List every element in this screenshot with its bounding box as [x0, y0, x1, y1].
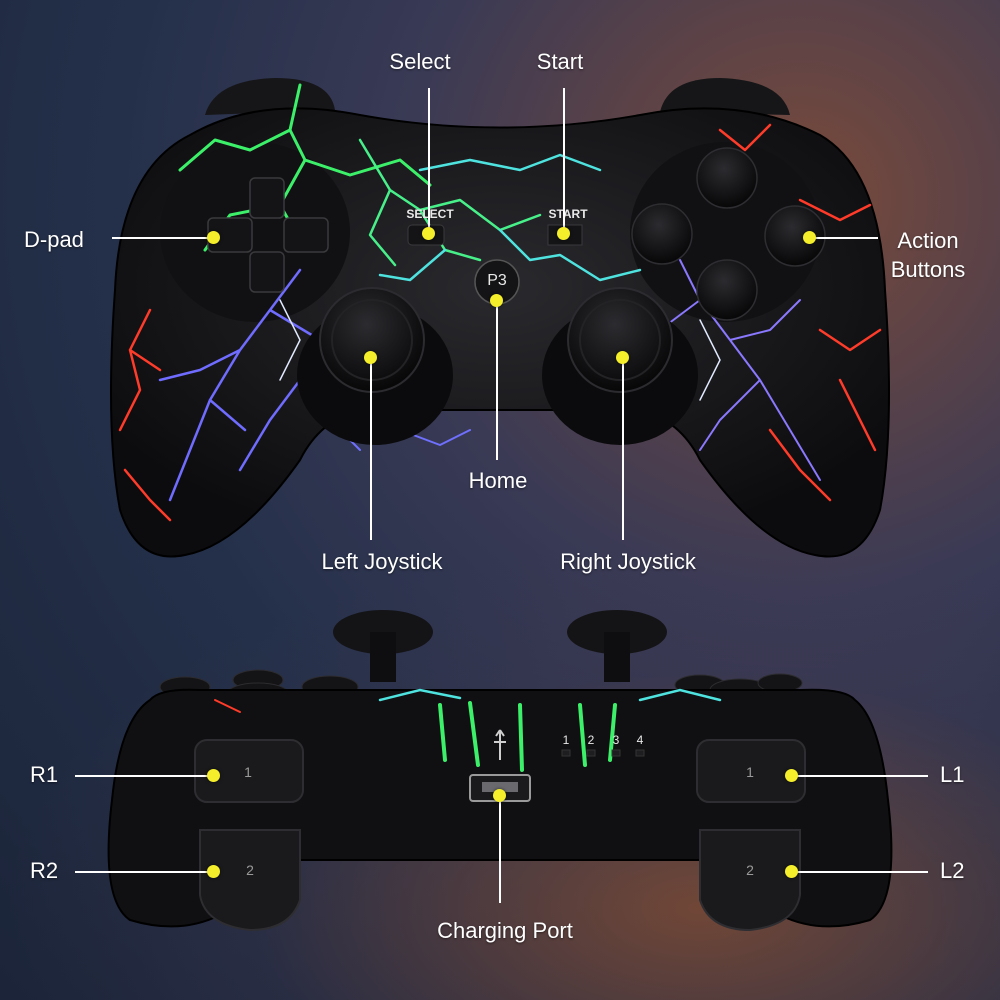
action-buttons-callout-line	[810, 237, 878, 239]
usb-symbol-icon	[494, 729, 506, 760]
l1-callout-line	[790, 775, 928, 777]
start-label: Start	[536, 49, 584, 74]
action-buttons-callout-dot	[803, 231, 816, 244]
home-callout-line	[496, 300, 498, 460]
action-button-bottom	[696, 259, 758, 321]
l1-bumper-shape	[696, 739, 806, 803]
left-joystick-label: Left Joystick	[321, 549, 443, 574]
dpad-up	[249, 177, 285, 219]
r1-label: R1	[30, 762, 59, 787]
lightning-pattern-back	[214, 688, 722, 772]
action-buttons-shapes	[631, 147, 826, 321]
r2-label: R2	[30, 858, 59, 883]
dpad-right	[283, 217, 329, 253]
select-label: Select	[389, 49, 451, 74]
action-button-left	[631, 203, 693, 265]
select-callout-line	[428, 88, 430, 233]
left-joystick-callout-dot	[364, 351, 377, 364]
right-joystick-callout-dot	[616, 351, 629, 364]
home-label: Home	[468, 468, 528, 493]
charging-port-label: Charging Port	[437, 918, 573, 943]
select-callout-dot	[422, 227, 435, 240]
dpad-recess	[160, 142, 350, 322]
right-stick-cap-inner	[579, 299, 661, 381]
select-marking: SELECT	[406, 207, 454, 221]
dpad-label: D-pad	[24, 227, 84, 252]
r1-callout-line	[75, 775, 213, 777]
player-led-1-label: 1	[562, 733, 570, 747]
l2-label: L2	[940, 858, 965, 883]
home-marking: P3	[487, 272, 507, 289]
action-buttons-label-line1: Action	[897, 228, 959, 253]
r2-marking: 2	[246, 862, 254, 878]
l1-marking: 1	[746, 764, 754, 780]
dpad-buttons	[207, 177, 329, 293]
l2-callout-dot	[785, 865, 798, 878]
action-buttons-label: Action Buttons	[891, 226, 966, 284]
r2-callout-dot	[207, 865, 220, 878]
left-stick-cap-inner	[331, 299, 413, 381]
player-led-4-label: 4	[636, 733, 644, 747]
start-callout-dot	[557, 227, 570, 240]
l2-callout-line	[790, 871, 928, 873]
start-callout-line	[563, 88, 565, 233]
home-callout-dot	[490, 294, 503, 307]
l1-label: L1	[940, 762, 965, 787]
r2-callout-line	[75, 871, 213, 873]
left-shoulder-top	[205, 78, 335, 115]
charging-port-callout-dot	[493, 789, 506, 802]
controller-top-view	[110, 78, 890, 558]
charging-port-callout-line	[499, 795, 501, 903]
face-recess	[630, 142, 820, 322]
l1-callout-dot	[785, 769, 798, 782]
action-button-top	[696, 147, 758, 209]
l2-trigger-shape	[699, 829, 801, 932]
right-joystick-callout-line	[622, 357, 624, 540]
action-buttons-label-line2: Buttons	[890, 257, 966, 282]
action-button-right	[764, 205, 826, 267]
r1-marking: 1	[244, 764, 252, 780]
player-led-2-label: 2	[587, 733, 595, 747]
right-stick-cap	[567, 287, 673, 393]
dpad-callout-line	[112, 237, 212, 239]
l2-marking: 2	[746, 862, 754, 878]
start-marking: START	[548, 207, 588, 221]
r1-callout-dot	[207, 769, 220, 782]
dpad-callout-dot	[207, 231, 220, 244]
dpad-down	[249, 251, 285, 293]
r1-bumper-shape	[194, 739, 304, 803]
player-led-3-label: 3	[612, 733, 620, 747]
left-stick-cap	[319, 287, 425, 393]
right-shoulder-top	[660, 78, 790, 115]
right-joystick-label: Right Joystick	[560, 549, 696, 574]
left-joystick-callout-line	[370, 357, 372, 540]
r2-trigger-shape	[199, 829, 301, 932]
